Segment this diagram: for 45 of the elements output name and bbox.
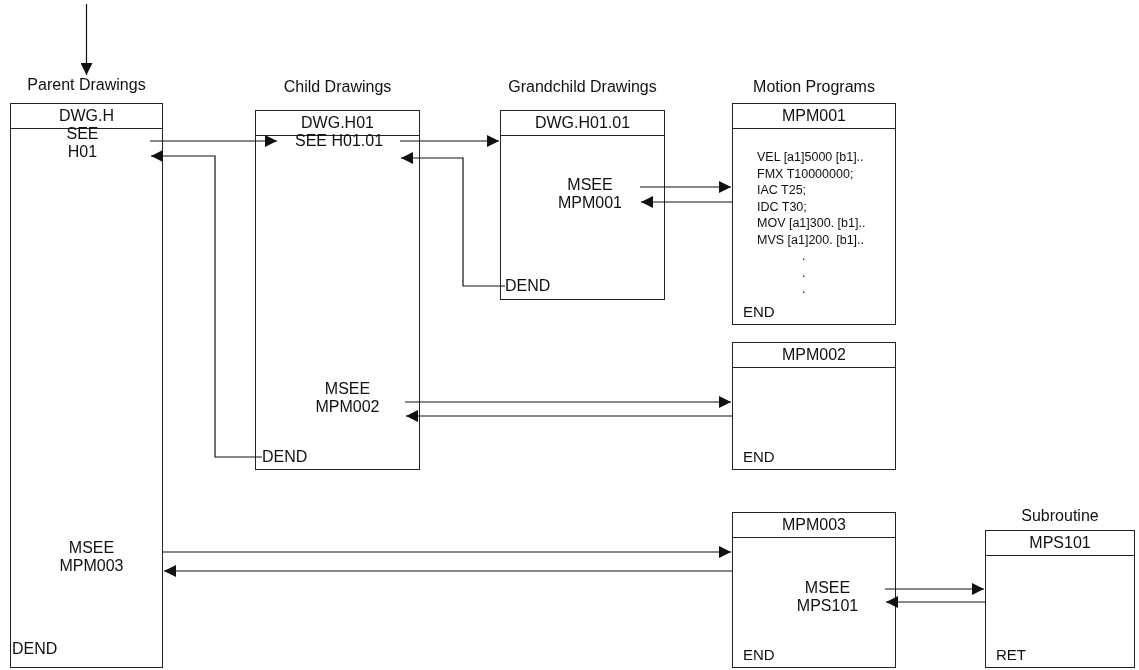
column-heading: Motion Programs bbox=[752, 78, 876, 97]
program-title: DWG.H01.01 bbox=[501, 111, 664, 136]
arrow bbox=[150, 150, 263, 458]
end-statement: END bbox=[743, 448, 775, 465]
code-line: . bbox=[801, 264, 806, 281]
arrow bbox=[162, 546, 732, 558]
column-heading: Parent Drawings bbox=[26, 76, 147, 95]
statement: DEND bbox=[505, 275, 560, 297]
statement: MSEE MPM002 bbox=[290, 378, 405, 418]
arrow bbox=[149, 135, 278, 147]
program-title: MPM003 bbox=[733, 513, 895, 538]
code-line: . bbox=[801, 248, 806, 265]
end-statement: RET bbox=[996, 646, 1026, 663]
code-line: VEL [a1]5000 [b1].. bbox=[756, 149, 864, 166]
code-line: MVS [a1]200. [b1].. bbox=[756, 231, 864, 248]
arrow bbox=[399, 135, 500, 147]
end-statement: END bbox=[743, 646, 775, 663]
code-line: MOV [a1]300. [b1].. bbox=[756, 215, 866, 232]
arrow bbox=[640, 196, 733, 208]
code-line: IAC T25; bbox=[756, 182, 807, 199]
code-line: . bbox=[801, 281, 806, 298]
program-title: MPS101 bbox=[986, 531, 1134, 556]
code-line: FMX T10000000; bbox=[756, 165, 854, 182]
end-statement: END bbox=[743, 303, 775, 320]
arrow bbox=[884, 583, 985, 595]
column-heading: Child Drawings bbox=[282, 78, 393, 97]
program-title: MPM001 bbox=[733, 104, 895, 129]
program-title: DWG.H01 bbox=[256, 111, 419, 136]
arrow bbox=[80, 3, 93, 76]
column-heading: Grandchild Drawings bbox=[507, 78, 658, 97]
arrow bbox=[400, 152, 506, 287]
arrow bbox=[163, 565, 733, 577]
program-title: MPM002 bbox=[733, 343, 895, 368]
code-line: IDC T30; bbox=[756, 198, 807, 215]
statement: DEND bbox=[12, 638, 72, 660]
statement: MSEE MPS101 bbox=[770, 577, 885, 617]
program-title: DWG.H bbox=[11, 104, 162, 129]
statement: MSEE MPM003 bbox=[20, 536, 163, 578]
arrow bbox=[404, 396, 732, 408]
column-heading: Subroutine bbox=[1020, 507, 1100, 526]
statement: DEND bbox=[262, 446, 317, 468]
arrow bbox=[405, 410, 733, 422]
arrow bbox=[885, 596, 986, 608]
statement: MSEE MPM001 bbox=[540, 174, 640, 214]
arrow bbox=[639, 181, 732, 193]
